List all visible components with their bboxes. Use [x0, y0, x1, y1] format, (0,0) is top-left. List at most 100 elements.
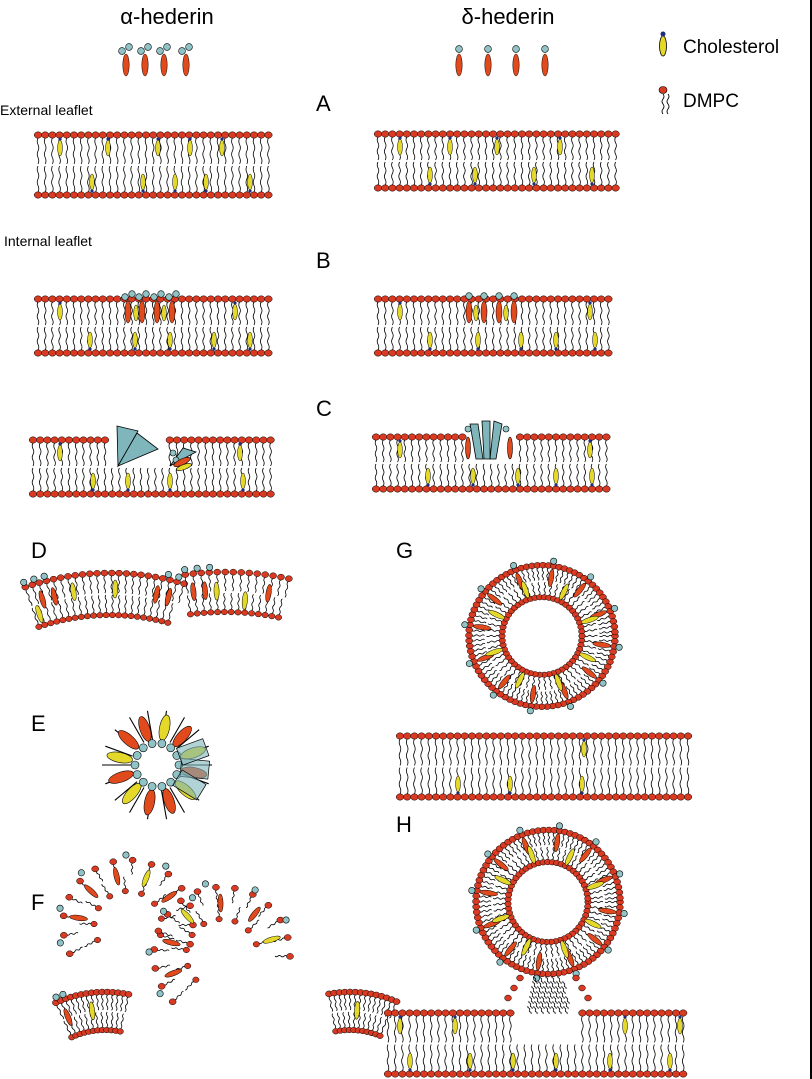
- saponin-sugar: [145, 948, 153, 956]
- dmpc-head: [48, 295, 57, 303]
- dmpc-head: [285, 575, 293, 582]
- cholesterol-oh: [519, 347, 523, 351]
- delta-hederin-free-molecules: [455, 45, 549, 77]
- panel-label-a: A: [316, 91, 331, 116]
- dmpc-head: [595, 433, 604, 441]
- dmpc-head: [223, 436, 232, 444]
- dmpc-head: [436, 485, 445, 493]
- dmpc-head: [532, 130, 541, 138]
- cholesterol: [527, 845, 536, 864]
- dmpc-head: [575, 349, 584, 357]
- cholesterol-oh: [554, 1068, 558, 1072]
- dmpc-head: [499, 1070, 508, 1078]
- dmpc-head: [635, 1009, 645, 1017]
- micelle-tail: [169, 717, 185, 743]
- cholesterol: [172, 173, 178, 191]
- dmpc-head: [71, 614, 79, 621]
- dmpc-head: [216, 490, 225, 498]
- dmpc-head: [64, 573, 72, 580]
- dmpc-head: [597, 793, 606, 801]
- micelle-tail: [176, 729, 200, 749]
- dmpc-head: [463, 1009, 472, 1017]
- dmpc-head: [431, 349, 440, 357]
- dmpc-head: [546, 349, 555, 357]
- dmpc-head: [249, 131, 259, 139]
- dmpc-head: [105, 131, 115, 139]
- saponin-sugar: [56, 939, 64, 947]
- dmpc-head: [614, 1070, 623, 1078]
- dmpc-head: [575, 295, 584, 303]
- dmpc-head: [633, 793, 642, 801]
- alpha-e-mixed-micelle: [102, 710, 212, 820]
- cholesterol-oh: [588, 439, 592, 443]
- dmpc-head: [566, 485, 575, 493]
- dmpc-head: [194, 436, 203, 444]
- dmpc-head: [185, 295, 194, 303]
- dmpc-head: [568, 295, 577, 303]
- dmpc-head: [261, 611, 269, 619]
- saponin-sugar: [30, 575, 38, 583]
- dmpc-head: [467, 732, 477, 740]
- dmpc-head: [568, 732, 577, 740]
- saponin-aglycone: [529, 685, 537, 703]
- saponin-sugar: [532, 974, 540, 982]
- cholesterol: [105, 139, 111, 157]
- saponin-sugar: [188, 894, 196, 902]
- dmpc-head: [84, 349, 93, 357]
- dmpc-head: [33, 191, 43, 199]
- dmpc-head: [400, 433, 409, 441]
- saponin-sugar: [157, 739, 167, 748]
- dmpc-head: [185, 191, 194, 199]
- dmpc-head: [86, 436, 95, 444]
- dmpc-head: [105, 295, 115, 303]
- cholesterol: [87, 331, 93, 349]
- saponin-sugar: [77, 869, 85, 877]
- cholesterol: [203, 173, 209, 191]
- dmpc-head: [185, 349, 194, 357]
- dmpc-head: [249, 191, 259, 199]
- alpha-a-bilayer: [33, 131, 273, 199]
- dmpc-head: [187, 611, 194, 618]
- dmpc-head: [553, 295, 563, 303]
- saponin-aglycone: [581, 666, 597, 679]
- dmpc-head: [409, 184, 419, 192]
- dmpc-head: [388, 295, 397, 303]
- dmpc-legend-icon: [658, 86, 670, 115]
- dmpc-head: [206, 191, 215, 199]
- dmpc-head: [134, 349, 143, 357]
- dmpc-head: [69, 349, 79, 357]
- dmpc-head: [489, 130, 498, 138]
- cholesterol: [667, 1052, 673, 1070]
- dmpc-head: [410, 732, 419, 740]
- dmpc-head: [264, 131, 273, 139]
- dmpc-head: [144, 490, 153, 498]
- dmpc-head: [453, 349, 462, 357]
- saponin-sugar: [592, 838, 600, 846]
- dmpc-head: [635, 1070, 645, 1078]
- dmpc-head: [679, 1009, 688, 1017]
- dmpc-head: [422, 433, 431, 441]
- dmpc-head: [592, 1009, 601, 1017]
- cholesterol-oh: [168, 347, 172, 351]
- dmpc-head: [429, 485, 438, 493]
- cholesterol-oh: [173, 189, 177, 193]
- dmpc-head: [215, 916, 223, 923]
- dmpc-head: [597, 295, 606, 303]
- dmpc-head: [647, 793, 657, 801]
- dmpc-head: [393, 485, 402, 493]
- dmpc-head: [472, 908, 481, 916]
- alpha-hederin-title: α-hederin: [120, 4, 213, 29]
- dmpc-head: [391, 1070, 400, 1078]
- saponin-sugar: [496, 958, 504, 966]
- dmpc-head: [446, 732, 455, 740]
- dmpc-head: [120, 191, 129, 199]
- cholesterol-oh: [678, 1015, 682, 1019]
- saponin-aglycone: [117, 730, 140, 750]
- dmpc-head: [41, 131, 50, 139]
- dmpc-head: [156, 349, 165, 357]
- dmpc-head: [563, 1070, 573, 1078]
- lipid-tails: [376, 301, 610, 351]
- dmpc-head: [424, 349, 433, 357]
- dmpc-head: [515, 485, 525, 493]
- dmpc-head: [33, 295, 43, 303]
